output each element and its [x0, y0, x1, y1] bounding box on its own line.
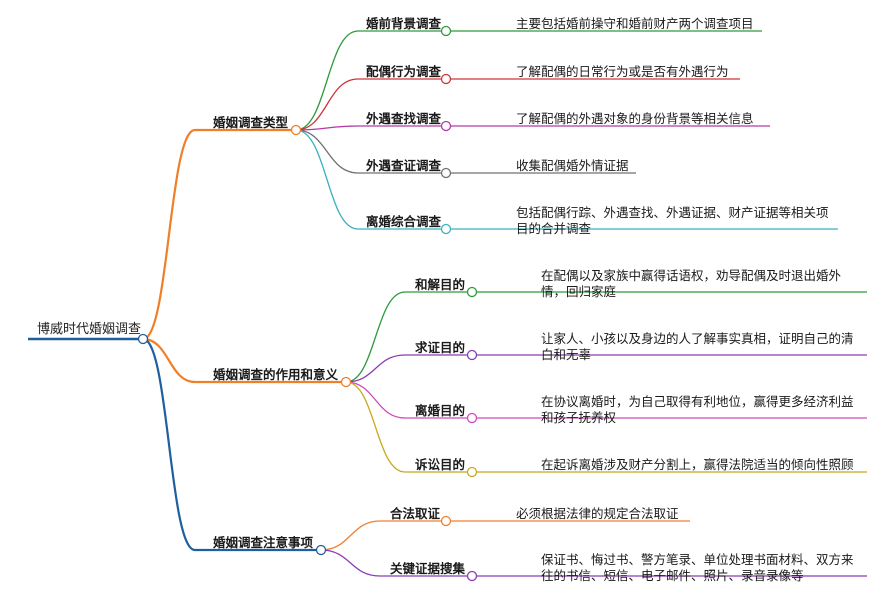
node-label-divorce-comprehensive[interactable]: 离婚综合调查 — [366, 214, 442, 229]
node-handle-purpose-3[interactable] — [466, 466, 478, 478]
link-root-notes — [142, 337, 196, 552]
link-types-4 — [295, 129, 359, 230]
link-notes-0 — [320, 520, 381, 551]
node-handle-purpose-0[interactable] — [466, 286, 478, 298]
node-handle-notes[interactable] — [315, 544, 327, 556]
node-desc-divorce-comprehensive-line1: 包括配偶行踪、外遇查找、外遇证据、财产证据等相关项 — [516, 205, 829, 220]
node-label-litigation[interactable]: 诉讼目的 — [415, 457, 466, 472]
branch-label-types[interactable]: 婚姻调查类型 — [213, 115, 289, 130]
link-notes-1 — [320, 549, 381, 577]
node-label-affair-evidence[interactable]: 外遇查证调查 — [366, 158, 442, 173]
node-handle-types-4[interactable] — [440, 223, 452, 235]
node-handle-notes-0[interactable] — [440, 515, 452, 527]
node-handle-purpose-2[interactable] — [466, 412, 478, 424]
node-handle-purpose-1[interactable] — [466, 349, 478, 361]
node-desc-reconcile-line2: 情，回归家庭 — [541, 284, 617, 299]
link-types-3 — [295, 129, 359, 174]
node-desc-prove-line2: 白和无辜 — [541, 347, 592, 362]
node-desc-reconcile-line1: 在配偶以及家族中赢得话语权，劝导配偶及时退出婚外 — [541, 268, 842, 283]
node-desc-spouse-behavior: 了解配偶的日常行为或是否有外遇行为 — [516, 64, 729, 79]
node-handle-notes-1[interactable] — [466, 570, 478, 582]
root-handle[interactable] — [137, 333, 149, 345]
node-handle-types-3[interactable] — [440, 167, 452, 179]
link-root-types — [142, 128, 196, 341]
node-label-reconcile[interactable]: 和解目的 — [415, 277, 466, 292]
root-node-label[interactable]: 博威时代婚姻调查 — [37, 322, 142, 337]
node-desc-affair-evidence: 收集配偶婚外情证据 — [516, 158, 629, 173]
node-desc-key-evidence-line2: 往的书信、短信、电子邮件、照片、录音录像等 — [541, 568, 804, 583]
link-types-2 — [295, 125, 359, 131]
branch-label-notes[interactable]: 婚姻调查注意事项 — [213, 535, 314, 550]
node-label-key-evidence[interactable]: 关键证据搜集 — [390, 561, 466, 576]
node-label-spouse-behavior[interactable]: 配偶行为调查 — [366, 64, 442, 79]
node-label-divorce-purpose[interactable]: 离婚目的 — [415, 403, 466, 418]
link-root-purpose — [142, 337, 196, 384]
node-desc-legal-evidence: 必须根据法律的规定合法取证 — [516, 506, 679, 521]
node-desc-prove-line1: 让家人、小孩以及身边的人了解事实真相，证明自己的清 — [541, 331, 854, 346]
node-label-legal-evidence[interactable]: 合法取证 — [390, 506, 441, 521]
link-purpose-3 — [345, 381, 406, 473]
node-label-prove[interactable]: 求证目的 — [415, 340, 466, 355]
node-handle-purpose[interactable] — [340, 376, 352, 388]
node-desc-affair-find: 了解配偶的外遇对象的身份背景等相关信息 — [516, 111, 754, 126]
node-desc-divorce-comprehensive-line2: 目的合并调查 — [516, 221, 592, 236]
node-handle-types[interactable] — [290, 124, 302, 136]
node-handle-types-2[interactable] — [440, 120, 452, 132]
node-desc-premarital: 主要包括婚前操守和婚前财产两个调查项目 — [516, 16, 754, 31]
link-purpose-2 — [345, 381, 406, 419]
node-handle-types-1[interactable] — [440, 73, 452, 85]
link-purpose-0 — [345, 291, 406, 383]
node-desc-divorce-purpose-line2: 和孩子抚养权 — [541, 410, 617, 425]
node-desc-divorce-purpose-line1: 在协议离婚时，为自己取得有利地位，赢得更多经济利益 — [541, 394, 854, 409]
node-label-affair-find[interactable]: 外遇查找调查 — [366, 111, 442, 126]
link-types-0 — [295, 30, 359, 131]
node-handle-types-0[interactable] — [440, 25, 452, 37]
node-desc-litigation: 在起诉离婚涉及财产分割上，赢得法院适当的倾向性照顾 — [541, 457, 854, 472]
link-types-1 — [295, 78, 359, 131]
node-label-premarital[interactable]: 婚前背景调查 — [366, 16, 442, 31]
node-desc-key-evidence-line1: 保证书、悔过书、警方笔录、单位处理书面材料、双方来 — [541, 552, 854, 567]
link-purpose-1 — [345, 354, 406, 383]
branch-label-purpose[interactable]: 婚姻调查的作用和意义 — [213, 367, 339, 382]
